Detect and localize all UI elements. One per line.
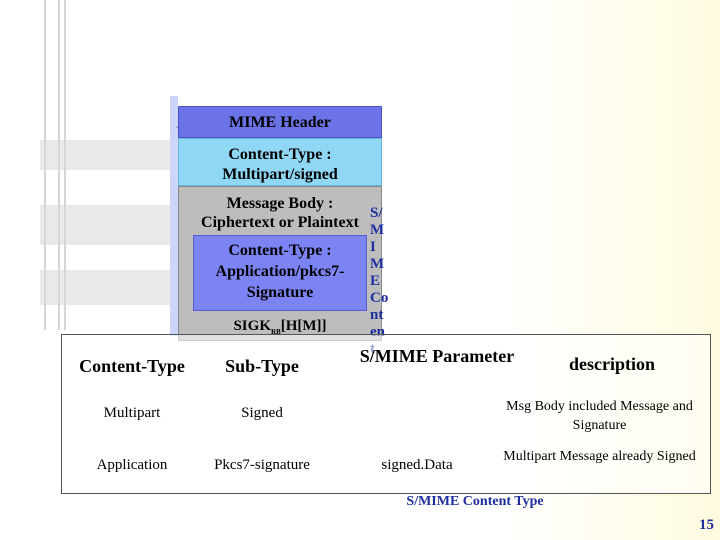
background-line — [44, 0, 46, 330]
content-type-label: Content-Type : — [228, 146, 332, 163]
vertical-char: Co — [370, 290, 389, 306]
header-smime-parameter: S/MIME Parameter — [359, 346, 515, 366]
header-description: description — [568, 354, 655, 374]
message-body-text: Message Body : Ciphertext or Plaintext — [179, 194, 381, 232]
content-type-value: Multipart/signed — [222, 166, 338, 183]
header-content-type: Content-Type — [79, 356, 185, 376]
row1-sub-type: Signed — [241, 405, 283, 421]
content-type-value-line2: Signature — [246, 284, 314, 301]
vertical-char: M — [370, 222, 385, 238]
message-body-box: Message Body : Ciphertext or Plaintext C… — [178, 186, 382, 341]
row2-description: Multipart Message already Signed — [503, 449, 696, 464]
mime-header-label: MIME Header — [229, 114, 331, 131]
page-number: 15 — [699, 517, 714, 533]
vertical-char: E — [370, 273, 381, 289]
vertical-char: I — [370, 239, 376, 255]
stack-deco — [170, 96, 178, 336]
row2-content-type: Application — [96, 457, 168, 473]
sigk-sub: RB — [270, 328, 281, 336]
background-line — [58, 0, 60, 330]
content-type-label: Content-Type : — [228, 242, 332, 259]
background-bar — [40, 205, 190, 245]
vertical-char: S/ — [370, 205, 383, 221]
sigk-tail: [H[M]] — [280, 318, 327, 334]
row2-sub-type: Pkcs7-signature — [214, 457, 310, 473]
row1-description: Msg Body included Message and Signature — [506, 399, 693, 433]
content-type-pkcs7-box: Content-Type : Application/pkcs7- Signat… — [193, 235, 367, 311]
sigk-main: SIGK — [233, 318, 271, 334]
message-body-value: Ciphertext or Plaintext — [201, 214, 359, 231]
background-bar — [40, 140, 190, 170]
row2-parameter: signed.Data — [381, 457, 453, 473]
content-type-multipart-box: Content-Type : Multipart/signed — [178, 138, 382, 186]
figure-caption: S/MIME Content Type — [406, 494, 544, 509]
vertical-char: nt — [370, 307, 384, 323]
content-type-table: Content-Type Sub-Type S/MIME Parameter d… — [61, 334, 711, 494]
background-line — [64, 0, 66, 330]
header-sub-type: Sub-Type — [225, 356, 299, 376]
content-type-value-line1: Application/pkcs7- — [215, 263, 345, 280]
background-bar — [40, 270, 190, 305]
signature-label: SIGKRB[H[M]] — [179, 316, 381, 342]
mime-header-box: MIME Header — [178, 106, 382, 138]
message-body-label: Message Body : — [226, 195, 334, 212]
vertical-char: M — [370, 256, 385, 272]
row1-content-type: Multipart — [103, 405, 161, 421]
